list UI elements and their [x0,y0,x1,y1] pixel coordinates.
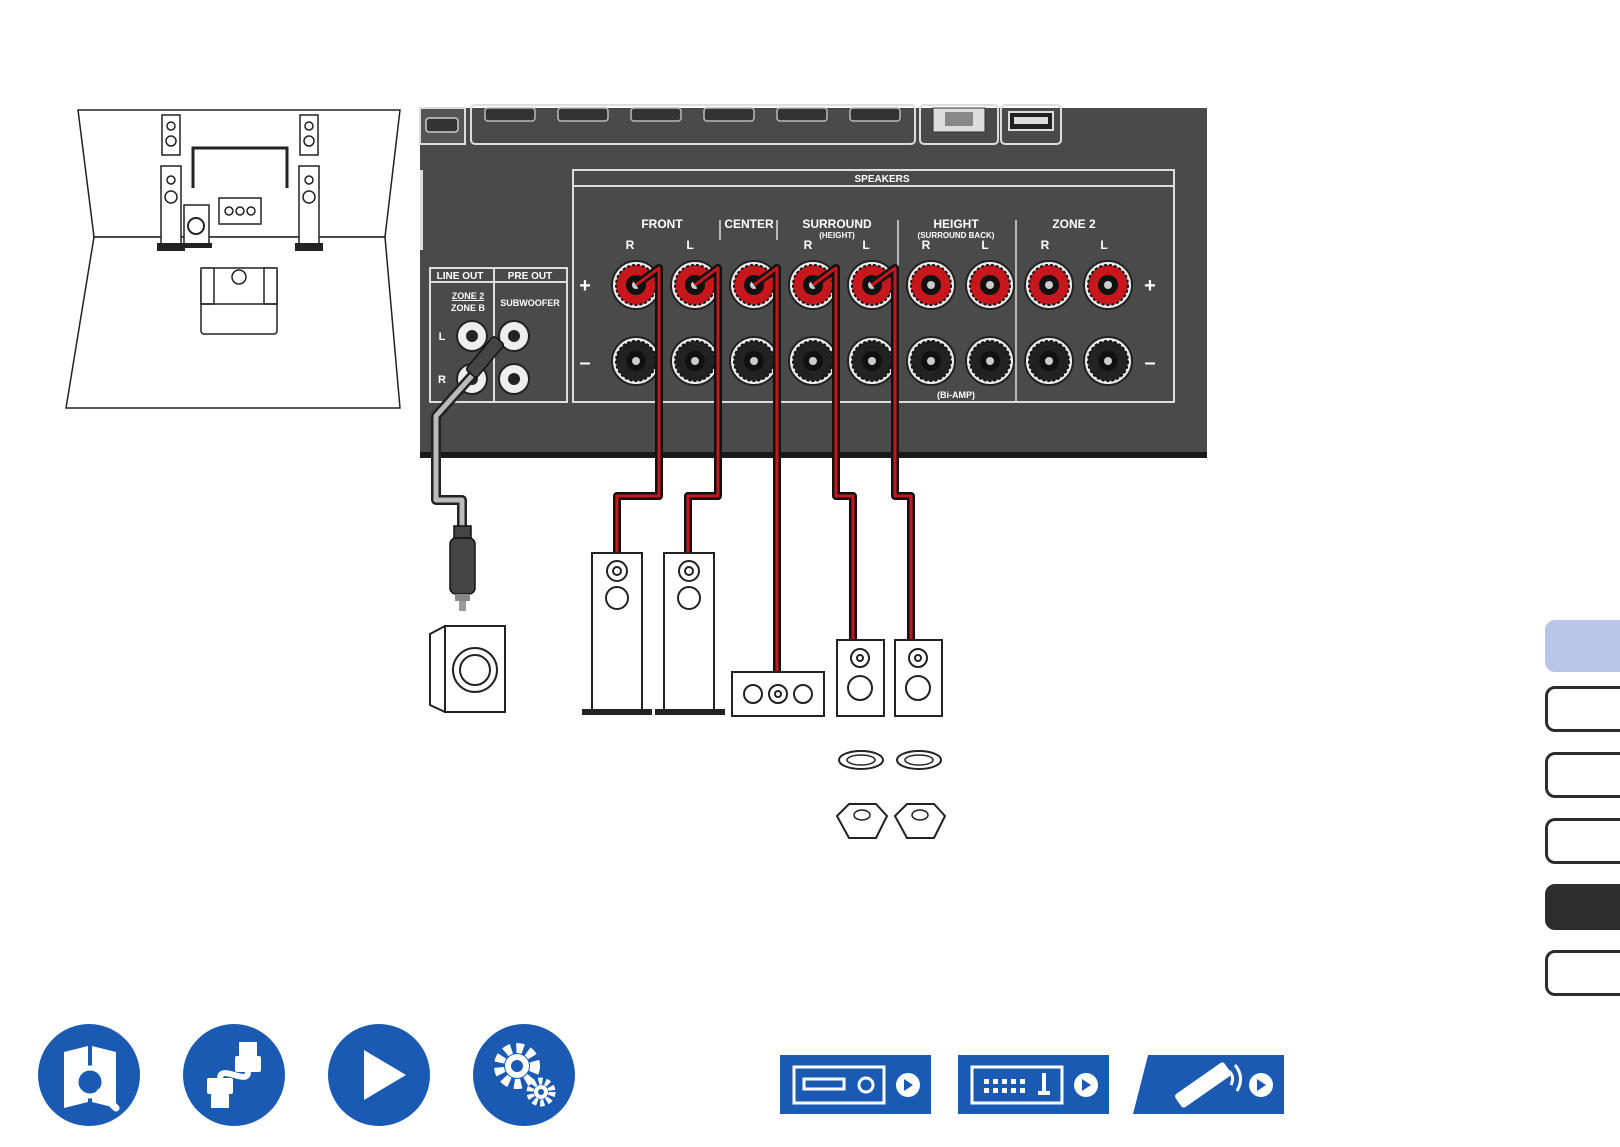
surround-l-label: L [862,238,869,252]
room-front-right-speaker [295,166,323,251]
front-left-tower-speaker [655,553,725,715]
room-front-left-speaker [157,166,185,251]
surround-left-bookshelf-speaker [895,640,942,716]
subwoofer-speaker [430,626,505,712]
line-out-left-jack[interactable] [457,321,487,351]
front-l-minus-terminal[interactable] [671,337,719,385]
room-height-right-speaker [300,115,318,155]
minus-sign-right: – [1144,352,1155,374]
line-out-right-label: R [438,374,446,386]
zone2-group-label: ZONE 2 [1052,217,1096,231]
front-l-label: L [686,238,693,252]
plus-sign-left: + [579,275,591,297]
elevation-speaker-right [837,804,887,838]
ceiling-speaker-left [897,751,941,769]
side-tab-2[interactable] [1545,686,1620,732]
side-tab-6[interactable] [1545,950,1620,996]
surround-sub-label: (HEIGHT) [819,231,855,240]
zone2-l-plus-terminal[interactable] [1084,261,1132,309]
zone2-r-label: R [1041,238,1050,252]
height-l-label: L [981,238,988,252]
front-r-label: R [626,238,635,252]
plus-sign-right: + [1144,275,1156,297]
side-tab-1[interactable] [1545,620,1620,672]
front-r-minus-terminal[interactable] [612,337,660,385]
pre-out-label: PRE OUT [508,271,552,282]
av-receiver-rear-icon[interactable] [958,1055,1109,1114]
line-out-left-label: L [439,331,446,343]
height-l-minus-terminal[interactable] [966,337,1014,385]
settings-gears-icon[interactable] [473,1024,575,1126]
surround-l-minus-terminal[interactable] [848,337,896,385]
line-out-label: LINE OUT [437,271,484,282]
surround-right-bookshelf-speaker [837,640,884,716]
center-group-label: CENTER [724,217,774,231]
zone2-r-minus-terminal[interactable] [1025,337,1073,385]
zone2-r-plus-terminal[interactable] [1025,261,1073,309]
zone2-l-minus-terminal[interactable] [1084,337,1132,385]
surround-group-label: SURROUND [802,217,872,231]
center-minus-terminal[interactable] [730,337,778,385]
bi-amp-label: (Bi-AMP) [937,390,975,400]
front-group-label: FRONT [641,217,683,231]
elevation-speaker-left [895,804,945,838]
subwoofer-label: SUBWOOFER [500,298,560,308]
surround-r-label: R [804,238,813,252]
zone2-l-label: L [1100,238,1107,252]
center-speaker [732,672,824,716]
zoneb-label: ZONE B [451,303,486,313]
height-r-label: R [922,238,931,252]
height-l-plus-terminal[interactable] [966,261,1014,309]
room-sofa [201,268,277,334]
room-subwoofer [181,205,212,248]
play-icon[interactable] [328,1024,430,1126]
front-right-tower-speaker [582,553,652,715]
side-tab-5[interactable] [1545,884,1620,930]
room-height-left-speaker [162,115,180,155]
side-tab-4[interactable] [1545,818,1620,864]
height-group-label: HEIGHT [933,217,979,231]
manual-search-icon[interactable] [38,1024,140,1126]
remote-control-icon[interactable] [1133,1055,1284,1114]
room-center-speaker [219,198,261,224]
subwoofer-pre-out-jack-2[interactable] [499,364,529,394]
height-r-plus-terminal[interactable] [907,261,955,309]
ceiling-speaker-right [839,751,883,769]
cable-connection-icon[interactable] [183,1024,285,1126]
zone2-label: ZONE 2 [452,291,485,301]
av-receiver-front-icon[interactable] [780,1055,931,1114]
room-layout-illustration [66,110,400,408]
side-tab-3[interactable] [1545,752,1620,798]
speakers-title: SPEAKERS [854,174,909,185]
height-r-minus-terminal[interactable] [907,337,955,385]
surround-r-minus-terminal[interactable] [789,337,837,385]
minus-sign-left: – [579,352,590,374]
